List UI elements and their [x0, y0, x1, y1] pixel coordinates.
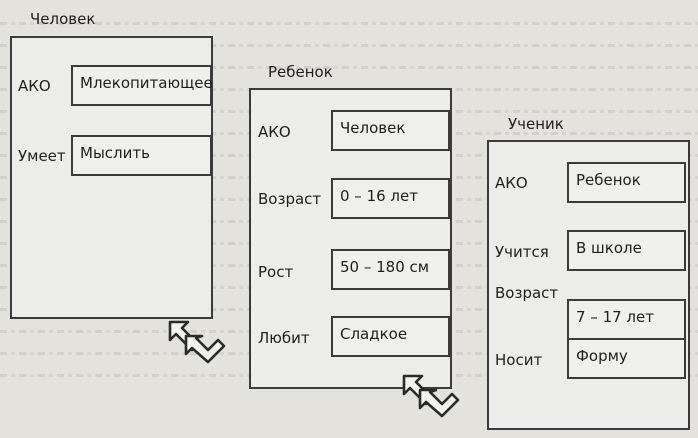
inheritance-arrow-icon	[168, 320, 226, 364]
slot-label: АКО	[18, 77, 51, 95]
slot-value: 7 – 17 лет	[567, 299, 686, 340]
slot-value: Сладкое	[331, 316, 450, 357]
slot-value: Мыслить	[71, 135, 212, 176]
slot-value: Форму	[567, 338, 686, 379]
slot-label: АКО	[258, 123, 291, 141]
slot-value: 0 – 16 лет	[331, 178, 450, 219]
slot-label: Рост	[258, 263, 294, 281]
slot-value: 50 – 180 см	[331, 249, 450, 290]
slot-label: Возраст	[258, 190, 322, 208]
frame-title: Человек	[30, 10, 96, 28]
inheritance-arrow-icon	[402, 374, 460, 418]
slot-label: Любит	[258, 329, 310, 347]
slot-value: Ребенок	[567, 162, 686, 203]
slot-value: Человек	[331, 110, 450, 151]
frame-title: Ученик	[508, 115, 564, 133]
slot-value: В школе	[567, 230, 686, 271]
slot-label: Учится	[495, 243, 549, 261]
slot-label: Носит	[495, 351, 543, 369]
slot-label: Возраст	[495, 284, 559, 302]
slot-label: АКО	[495, 174, 528, 192]
slot-label: Умеет	[18, 147, 66, 165]
slot-value: Млекопитающее	[71, 65, 213, 106]
frame-title: Ребенок	[268, 63, 333, 81]
